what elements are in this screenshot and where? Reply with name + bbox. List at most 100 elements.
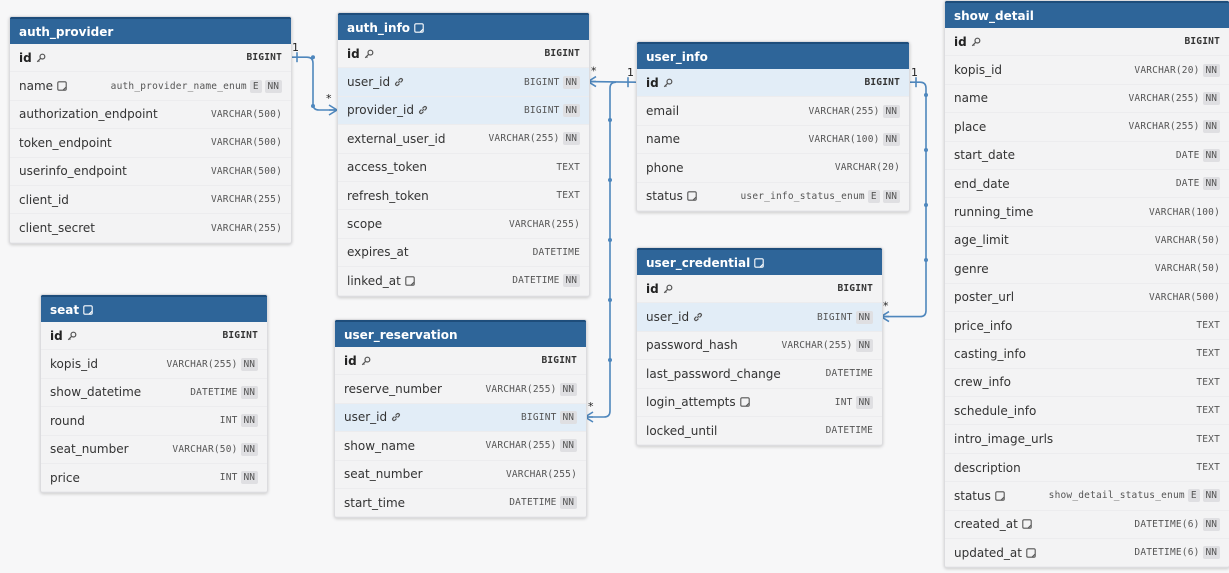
column-name-cell: poster_url [954,290,1149,304]
column-type: VARCHAR(50) [1154,234,1220,246]
table-header[interactable]: user_reservation [335,320,586,347]
column-name-cell: casting_info [954,347,1196,361]
not-null-badge: NN [855,395,873,409]
column-type: VARCHAR(50) [1154,263,1220,275]
table-header[interactable]: auth_info [338,13,589,40]
column-name: description [954,460,1021,475]
table-header[interactable]: user_info [637,42,909,69]
table-header[interactable]: seat [41,295,267,322]
not-null-badge: NN [1202,148,1220,162]
foreign-key-icon [693,312,703,322]
column-name: client_secret [19,221,95,236]
table-header[interactable]: auth_provider [10,17,291,44]
column-name-cell: id [646,282,837,296]
column-type: VARCHAR(255) [505,468,577,480]
column-name-cell: user_id [347,75,524,89]
column-name: refresh_token [347,188,429,203]
column-type: INT [834,396,853,408]
relation-line[interactable] [587,80,637,83]
not-null-badge: NN [240,385,258,399]
table-header[interactable]: user_credential [637,248,882,275]
column-type: auth_provider_name_enum [110,80,247,92]
relation-line[interactable] [290,56,337,111]
foreign-key-icon [394,77,404,87]
column-name: schedule_info [954,403,1037,418]
table-header[interactable]: show_detail [945,1,1229,28]
column-name-cell: status [646,189,741,203]
column-name-cell: id [19,51,246,65]
cardinality-label: * [588,400,594,413]
note-icon [83,304,93,315]
cardinality-label: * [883,300,889,313]
column-name: name [646,132,681,147]
column-type: VARCHAR(255) [485,440,557,452]
column-name: intro_image_urls [954,432,1054,447]
